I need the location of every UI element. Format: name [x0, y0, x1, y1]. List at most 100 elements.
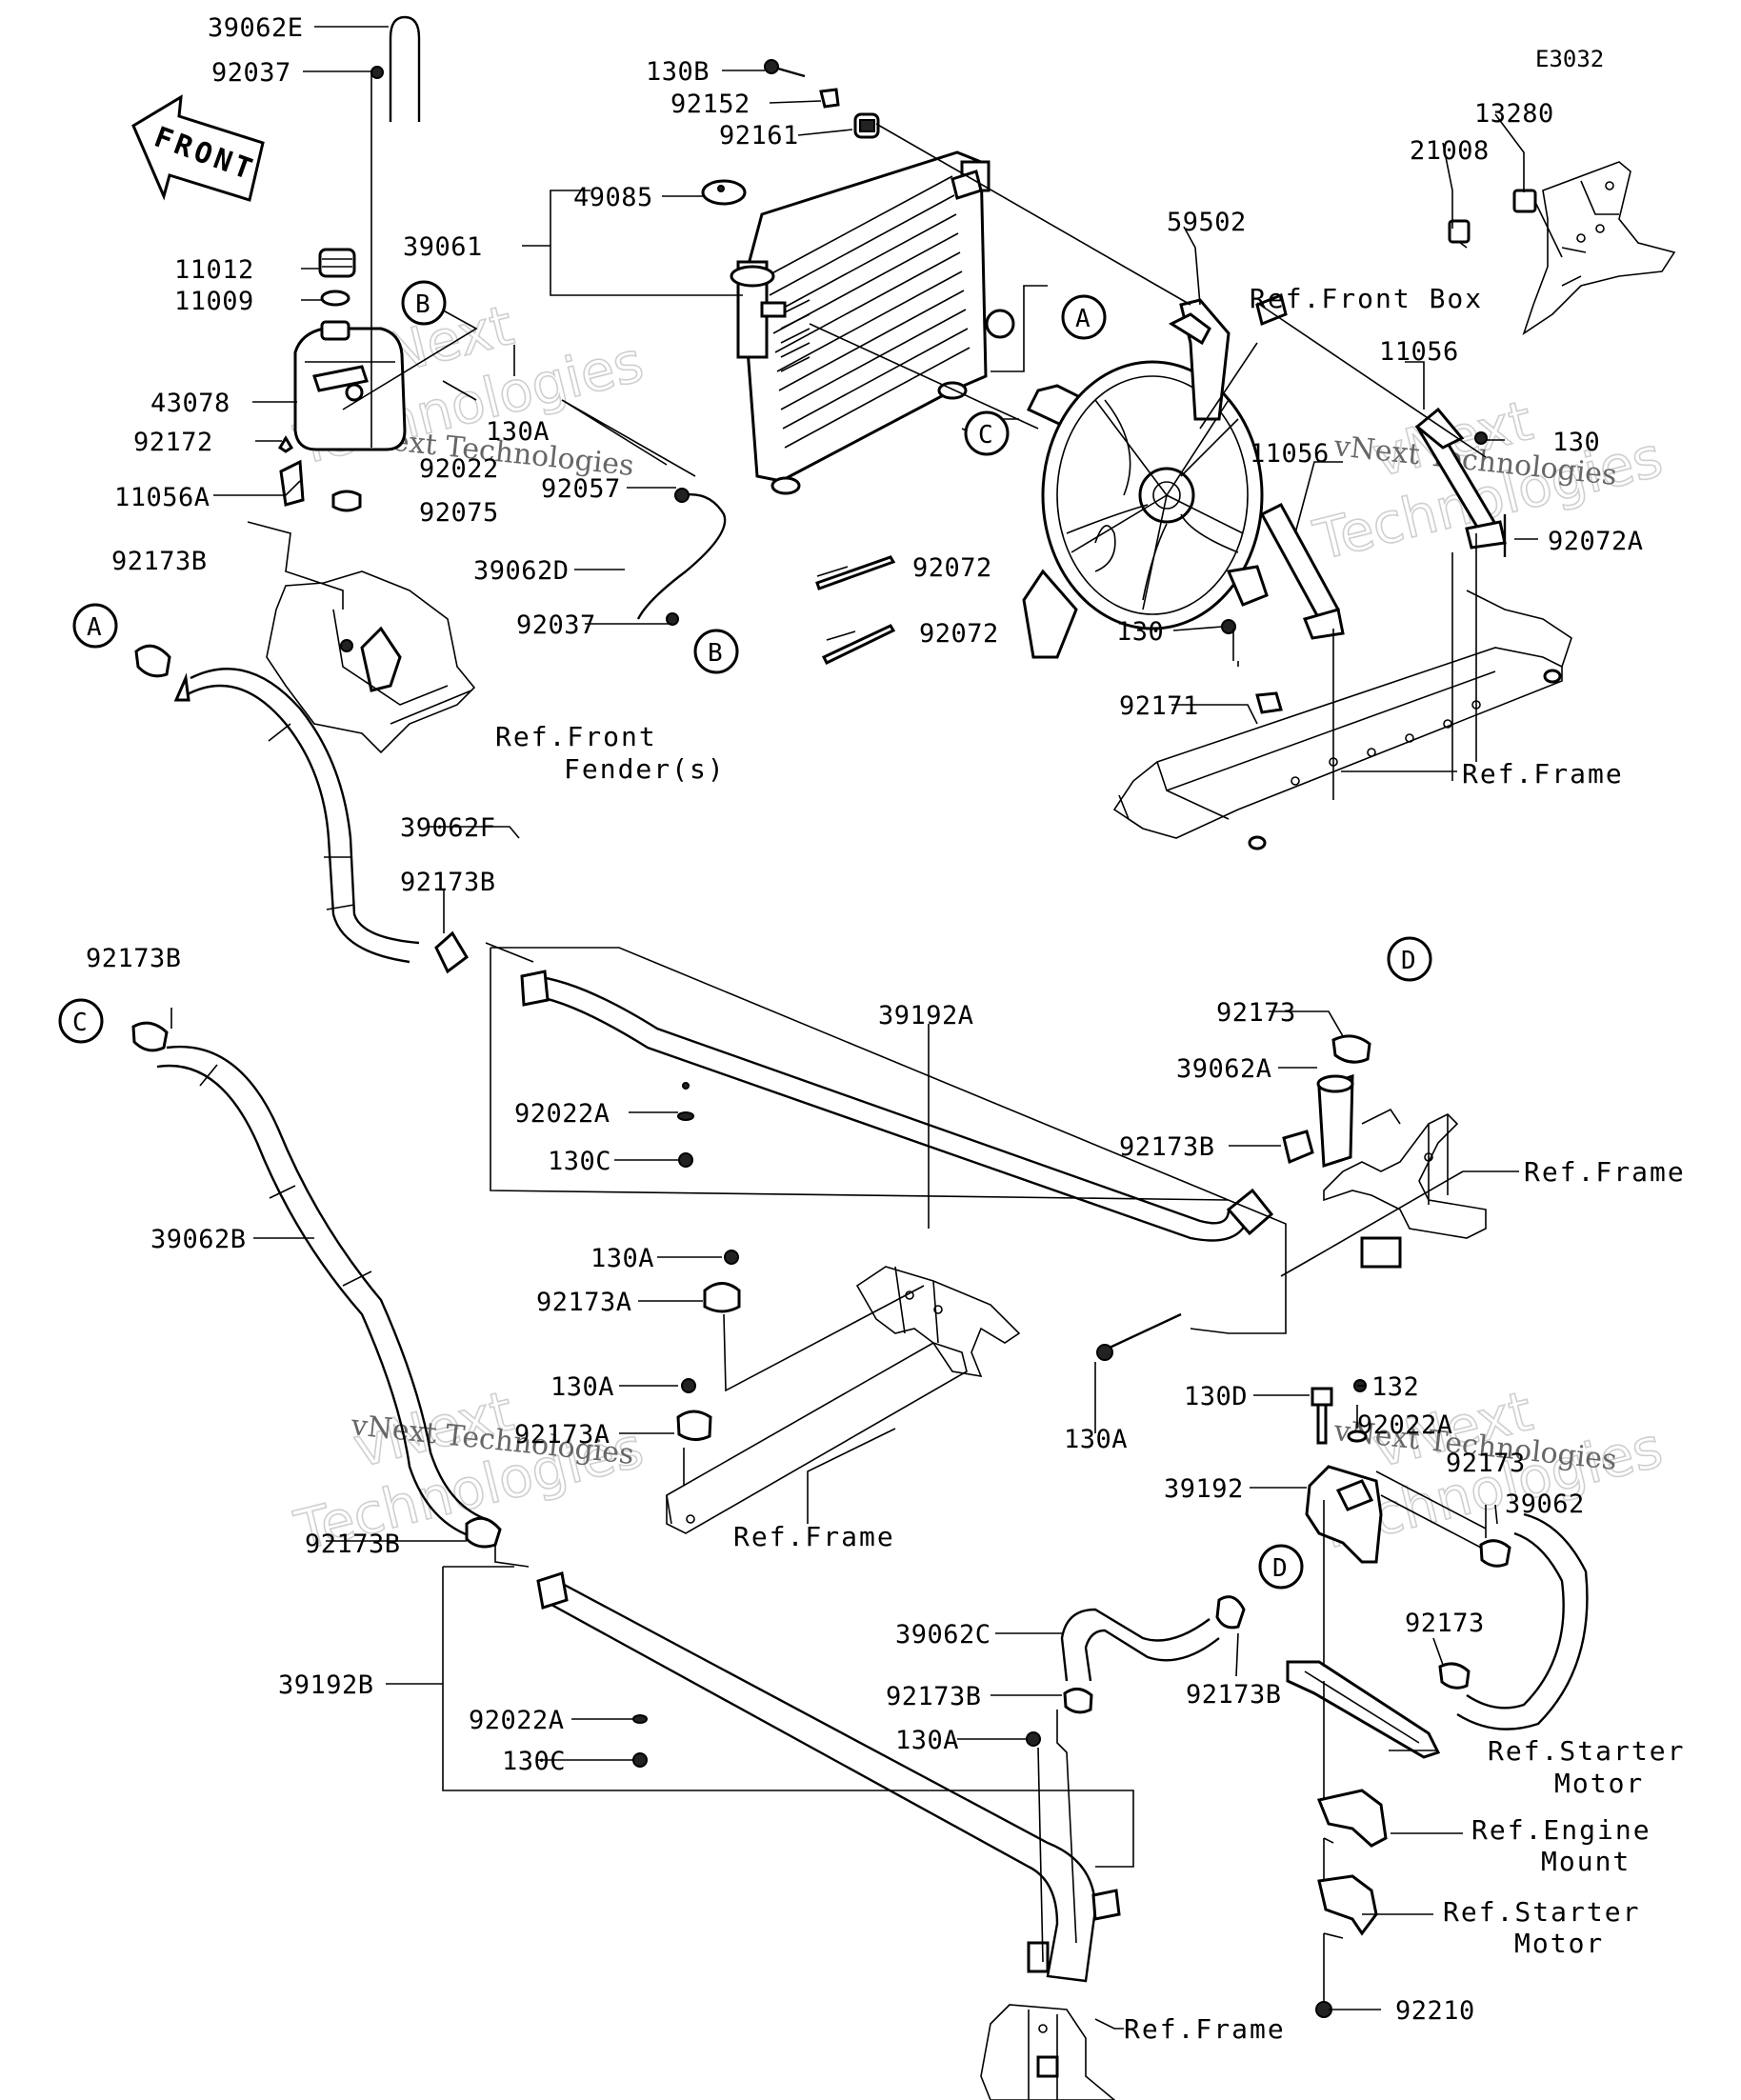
svg-text:B: B [415, 290, 430, 319]
svg-text:D: D [1401, 947, 1416, 975]
ref-label: Ref.Frame [1524, 1156, 1686, 1188]
part-label: 130A [590, 1244, 654, 1273]
frame-lower-middle [666, 1266, 1021, 1534]
part-label: 92173 [1405, 1609, 1485, 1638]
part-label: 92173B [86, 944, 182, 973]
callout-B-lower: B [693, 629, 739, 674]
part-label: 11056 [1250, 439, 1330, 469]
part-label: 39062F [400, 813, 496, 843]
part-label: 92037 [516, 610, 596, 640]
part-label: 92022A [514, 1099, 610, 1129]
part-label: 132 [1371, 1372, 1419, 1402]
part-label: 39192B [278, 1670, 374, 1700]
part-label: 130D [1184, 1382, 1248, 1411]
part-label: 92173B [305, 1530, 401, 1559]
part-label: 13280 [1474, 99, 1554, 129]
fan-assembly [1022, 292, 1288, 659]
ref-label: Ref.Front Box [1250, 283, 1483, 314]
part-label: 11056 [1379, 337, 1459, 367]
ref-label: Ref.Starter [1443, 1896, 1640, 1928]
part-label: 39062D [473, 556, 570, 586]
part-label: 92072A [1548, 527, 1644, 556]
callout-B-upper: B [401, 280, 447, 326]
part-label: 92173B [1186, 1680, 1282, 1710]
reserve-tank [277, 248, 407, 512]
part-label: 39062C [895, 1620, 991, 1650]
part-label: 130 [1552, 428, 1600, 457]
part-label: 39062 [1505, 1490, 1585, 1519]
callout-D-lower: D [1258, 1544, 1304, 1590]
part-label: 39062A [1176, 1054, 1272, 1084]
frame-middle-right [1323, 1108, 1487, 1269]
part-label: 92037 [211, 58, 291, 88]
callout-D-upper: D [1387, 936, 1432, 982]
part-label: 92173A [514, 1420, 610, 1450]
part-label: 130A [486, 417, 550, 447]
part-label: 39192A [878, 1001, 974, 1030]
part-label: 92152 [670, 90, 750, 119]
part-label: 130A [1064, 1425, 1128, 1454]
ref-label: Motor [1514, 1928, 1604, 1959]
radiator [730, 150, 1015, 495]
leader-lines [170, 26, 1538, 2030]
frame-bottom [980, 2004, 1116, 2100]
part-label: 92171 [1119, 691, 1199, 721]
frame-upper [1112, 590, 1572, 850]
part-label: 92022A [1357, 1410, 1453, 1440]
ref-label: Ref.Starter [1488, 1735, 1685, 1767]
part-label: 39062E [208, 13, 304, 43]
svg-text:C: C [72, 1009, 88, 1037]
part-label: 59502 [1167, 208, 1247, 237]
part-drawings [131, 15, 1676, 2100]
part-label: 92075 [419, 498, 499, 528]
part-label: 39192 [1164, 1474, 1244, 1504]
front-fender [266, 570, 476, 754]
ref-label: Mount [1541, 1846, 1631, 1877]
svg-text:A: A [1075, 305, 1091, 333]
svg-text:D: D [1272, 1554, 1288, 1583]
part-label: 92173 [1446, 1449, 1526, 1478]
part-label: 92173 [1216, 998, 1296, 1028]
part-label: 92210 [1395, 1996, 1475, 2026]
front-arrow: FRONT [131, 94, 265, 202]
part-label: 92173A [536, 1288, 632, 1317]
part-label: 92072 [919, 619, 999, 649]
part-label: 130A [550, 1372, 614, 1402]
svg-text:B: B [708, 639, 723, 668]
part-label: 92172 [133, 428, 213, 457]
part-label: 49085 [573, 183, 653, 212]
ref-label: Fender(s) [564, 753, 726, 785]
front-box [1448, 161, 1676, 335]
part-label: 130C [502, 1747, 566, 1776]
svg-text:C: C [978, 421, 993, 450]
part-label: 130B [646, 57, 710, 87]
callout-C-radiator: C [964, 410, 1010, 456]
part-label: 39061 [403, 232, 483, 262]
ref-label: Motor [1554, 1768, 1644, 1799]
ref-label: Ref.Engine [1471, 1814, 1651, 1846]
part-label: 11012 [174, 255, 254, 285]
part-label: 39062B [150, 1225, 247, 1254]
svg-text:A: A [87, 613, 102, 642]
part-label: 92173B [400, 868, 496, 897]
callout-A-right: A [1061, 294, 1107, 340]
ref-label: Ref.Frame [733, 1521, 895, 1552]
part-label: 92022 [419, 454, 499, 484]
part-label: 92173B [1119, 1132, 1215, 1162]
part-label: 130 [1116, 617, 1164, 647]
part-labels: 39062E 92037 130B 92152 92161 49085 3906… [86, 13, 1644, 2026]
part-label: 130C [548, 1147, 611, 1176]
part-label: 92161 [719, 121, 799, 150]
part-label: 130A [895, 1726, 959, 1755]
ref-label: Ref.Front [495, 721, 657, 752]
callout-C-left: C [58, 998, 104, 1044]
diagram-code: E3032 [1535, 46, 1604, 72]
part-label: 11056A [114, 483, 210, 512]
part-label: 92173B [886, 1682, 982, 1711]
callout-A-left: A [72, 603, 118, 649]
part-label: 11009 [174, 287, 254, 316]
ref-label: Ref.Frame [1462, 758, 1624, 790]
part-label: 92022A [469, 1706, 565, 1735]
ref-label: Ref.Frame [1124, 2013, 1286, 2045]
